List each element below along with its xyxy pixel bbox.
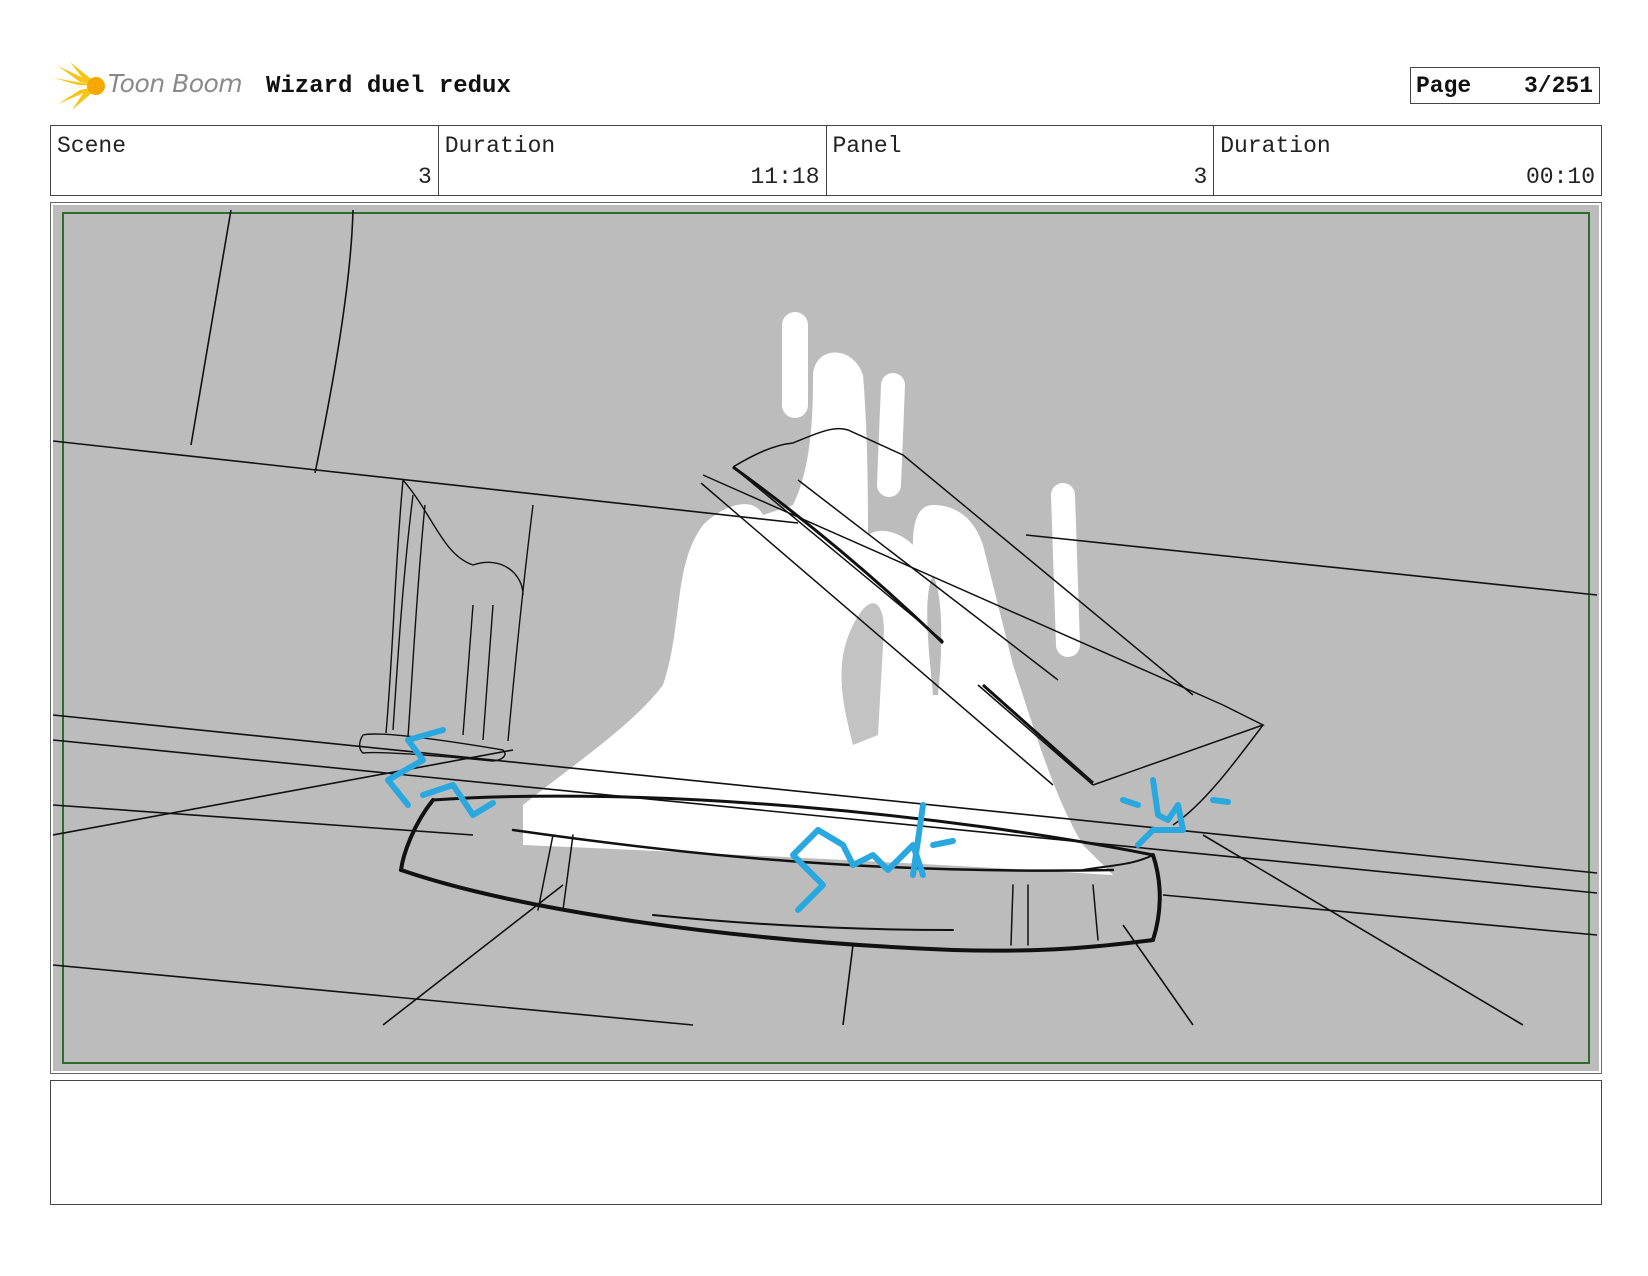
scene-info-table: Scene 3 Duration 11:18 Panel 3 Duration … — [50, 125, 1602, 196]
scene-duration-cell: Duration 11:18 — [439, 126, 827, 195]
scene-label: Scene — [57, 133, 127, 159]
page-indicator: Page 3/251 — [1410, 67, 1600, 104]
panel-duration-cell: Duration 00:10 — [1214, 126, 1601, 195]
storyboard-panel — [50, 202, 1602, 1074]
scene-value: 3 — [417, 164, 432, 190]
scene-duration-label: Duration — [444, 133, 556, 159]
page-label: Page — [1416, 73, 1472, 99]
panel-duration-label: Duration — [1220, 133, 1331, 159]
panel-cell: Panel 3 — [827, 126, 1215, 195]
panel-duration-value: 00:10 — [1525, 164, 1595, 190]
panel-value: 3 — [1193, 164, 1208, 190]
toon-boom-logo: Toon Boom — [52, 60, 252, 112]
sunburst-icon — [52, 62, 105, 110]
page-value: 3/251 — [1523, 73, 1593, 99]
panel-sketch — [53, 205, 1599, 1071]
project-title: Wizard duel redux — [266, 73, 511, 100]
scene-cell: Scene 3 — [51, 126, 439, 195]
scene-duration-value: 11:18 — [750, 164, 820, 190]
panel-notes — [50, 1080, 1602, 1205]
logo-text: Toon Boom — [108, 69, 243, 98]
panel-label: Panel — [832, 133, 902, 159]
